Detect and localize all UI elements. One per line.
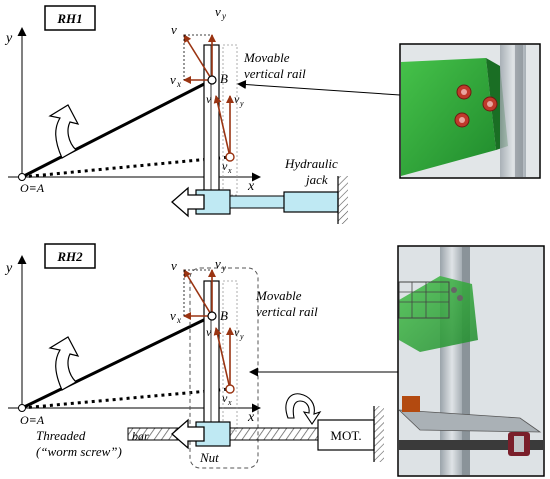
rh2-nut-dashed-box: [189, 267, 259, 469]
rh1-point-b: [207, 75, 217, 85]
rh2-label-vy2: v: [234, 325, 240, 339]
rh1-rail-ghost: [222, 44, 238, 196]
rh2-origin-pin: [18, 404, 26, 412]
rh1-vector-v: [183, 34, 213, 81]
rh2-motor-box: [317, 419, 375, 451]
rh1-label-vx2: v: [222, 159, 228, 173]
rh1-jack-label-line1: Hydraulic: [284, 156, 338, 171]
rh2-label-b: B: [220, 308, 228, 323]
rh2-rail-label-line2: vertical rail: [256, 304, 318, 319]
rh1-label-vx2-sub: x: [227, 166, 232, 175]
rh1-label-vy-sub: y: [221, 11, 226, 21]
rh1-rail-label-line2: vertical rail: [244, 66, 306, 81]
rh1-rail-label-line1: Movable: [243, 50, 290, 65]
rh1-tag: RH1: [56, 11, 82, 26]
rh1-jack-arrow: [171, 186, 205, 218]
rh2-motor-label: MOT.: [330, 428, 361, 443]
rh2-x-axis-label: x: [247, 410, 255, 425]
rh2-panel: RH2 y x O≡A v v y v x B v v y v x Mova: [4, 243, 545, 477]
rh1-point-b-lower: [225, 152, 235, 162]
rh2-point-b-lower: [225, 384, 235, 394]
rh2-label-v2: v: [206, 325, 212, 339]
rh1-label-b: B: [220, 71, 228, 86]
rh1-origin-pin: [18, 173, 26, 181]
rh2-nut-label: Nut: [199, 450, 219, 465]
rh1-label-vx-sub: x: [176, 79, 181, 89]
rh1-jack-rod: [229, 195, 285, 209]
rh2-nut-arrow: [171, 418, 205, 450]
rh1-label-v2: v: [206, 92, 212, 106]
rh2-detail-image: [397, 245, 545, 477]
rh2-label-vx2-sub: x: [227, 398, 232, 407]
rh1-vector-v2: [213, 95, 231, 158]
rh1-jack-label-line2: jack: [304, 172, 328, 187]
rh2-vector-v2: [213, 327, 231, 390]
rh2-origin-label: O≡A: [20, 413, 45, 427]
rh1-origin-label: O≡A: [20, 181, 45, 195]
rh1-tag-box: [44, 5, 96, 31]
rh2-spin-arrow: [285, 393, 322, 425]
rh1-rotation-arrow: [48, 104, 80, 159]
rh2-rail-label-line1: Movable: [255, 288, 302, 303]
rh2-wall: [374, 406, 384, 462]
rh2-label-vx: v: [170, 308, 176, 323]
rh2-point-b: [207, 311, 217, 321]
rh2-threaded-label-line2: (“worm screw”): [36, 444, 122, 459]
rh1-detail-pointer: [237, 80, 401, 96]
rh1-panel: RH1 y x O≡A v v y v x B v v: [4, 4, 541, 224]
rh1-wall: [338, 176, 348, 224]
rh2-label-vy: v: [215, 256, 221, 271]
rh2-rotation-arrow: [48, 336, 80, 391]
rh2-label-vy2-sub: y: [239, 332, 244, 341]
rh2-label-vx2: v: [222, 391, 228, 405]
rh2-tag: RH2: [56, 249, 83, 264]
rh1-label-vy2-sub: y: [239, 99, 244, 108]
rh2-bar-label: bar: [132, 429, 149, 443]
rh1-x-axis-label: x: [247, 179, 255, 194]
rh1-label-vx: v: [170, 72, 176, 87]
rh1-label-vy2: v: [234, 92, 240, 106]
rh1-detail-image: [399, 43, 541, 179]
rh2-tag-box: [44, 243, 96, 269]
rh2-label-vx-sub: x: [176, 315, 181, 325]
rh1-link-solid: [21, 78, 213, 179]
rh2-vector-v: [183, 269, 213, 317]
rh2-label-v: v: [171, 258, 177, 273]
rh1-label-v: v: [171, 22, 177, 37]
rh2-y-axis-label: y: [4, 261, 13, 276]
rh1-label-vy: v: [215, 4, 221, 19]
rh1-y-axis-label: y: [4, 31, 13, 46]
rh1-jack-cylinder: [283, 191, 339, 213]
rh2-threaded-label-line1: Threaded: [36, 428, 86, 443]
rh2-label-vy-sub: y: [221, 263, 226, 273]
rh2-link-solid: [21, 314, 213, 410]
